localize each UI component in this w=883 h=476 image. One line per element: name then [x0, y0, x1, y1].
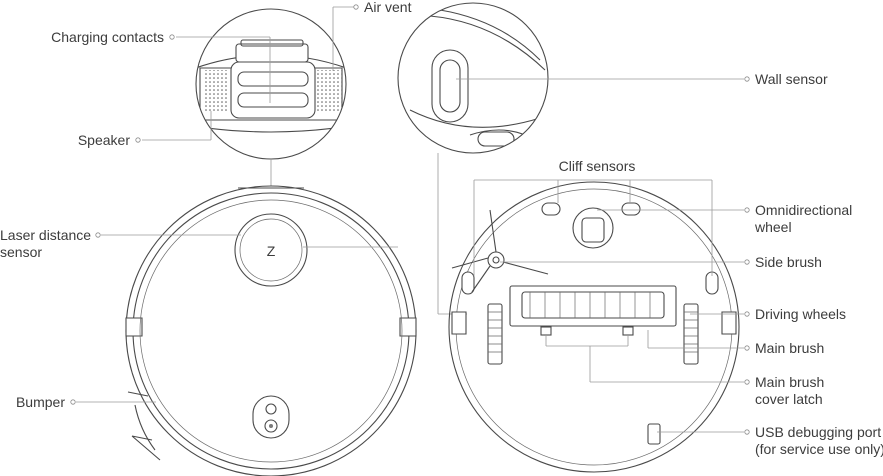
cliff-sensor-top-right	[621, 202, 641, 216]
main-brush	[521, 291, 665, 319]
driving-wheel-right	[683, 303, 699, 365]
label-laser-sensor-line2: sensor	[0, 244, 42, 260]
label-air-vent: Air vent	[364, 0, 412, 15]
label-main-brush-latch-line1: Main brush	[755, 374, 824, 390]
label-speaker: Speaker	[78, 132, 130, 148]
speaker-grille-left	[203, 70, 229, 112]
cliff-sensor-top-left	[541, 202, 561, 216]
label-omni-wheel-line2: wheel	[754, 219, 792, 235]
label-charging-contacts: Charging contacts	[51, 29, 164, 45]
wall-sensor-window	[431, 49, 469, 123]
top-detail-magnifier	[195, 8, 347, 160]
side-brush	[451, 209, 549, 293]
leader-dots	[70, 4, 750, 435]
label-main-brush-latch-line2: cover latch	[755, 391, 823, 407]
main-brush-latch-right	[622, 326, 634, 336]
label-driving-wheels: Driving wheels	[755, 306, 846, 322]
label-laser-sensor-line1: Laser distance	[0, 227, 91, 243]
home-button-icon	[264, 419, 278, 433]
robot-top-view: Z	[125, 185, 417, 476]
button-housing	[252, 395, 290, 439]
power-button-icon	[265, 403, 277, 415]
charging-contact-top	[237, 71, 309, 87]
main-brush-latch-left	[540, 326, 552, 336]
label-wall-sensor: Wall sensor	[755, 71, 828, 87]
label-bumper: Bumper	[16, 394, 65, 410]
label-omni-wheel-line1: Omnidirectional	[755, 202, 852, 218]
speaker-grille-right	[316, 70, 342, 112]
cliff-sensor-left	[461, 271, 475, 295]
callout-labels: Air vent Charging contacts Speaker Laser…	[0, 0, 883, 457]
robot-bottom-view	[448, 181, 740, 473]
logo-glyph: Z	[267, 243, 276, 259]
label-usb-port-line1: USB debugging port	[755, 424, 881, 440]
wall-sensor-magnifier	[397, 2, 549, 154]
charging-contact-bottom	[237, 92, 309, 108]
label-main-brush: Main brush	[755, 340, 824, 356]
label-cliff-sensors: Cliff sensors	[559, 158, 636, 174]
label-side-brush: Side brush	[755, 254, 822, 270]
laser-distance-sensor	[234, 213, 308, 287]
label-usb-port-line2: (for service use only)	[755, 441, 883, 457]
driving-wheel-left	[487, 303, 503, 365]
leader-lines	[76, 6, 744, 433]
usb-debugging-port	[647, 423, 661, 445]
